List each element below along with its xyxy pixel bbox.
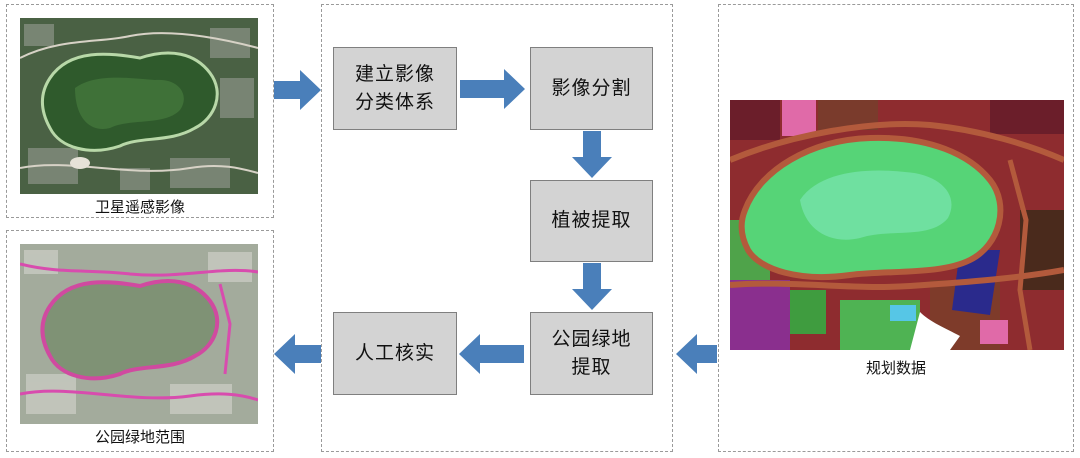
satellite-caption: 卫星遥感影像: [94, 198, 185, 216]
arrow-right-satellite-to-system: [274, 70, 322, 110]
park-range-image: [20, 244, 258, 424]
step-vegetation-extraction: 植被提取: [530, 180, 653, 262]
arrow-left-park-to-manual: [459, 334, 525, 374]
arrow-left-manual-to-range: [274, 334, 322, 374]
park-range-panel: [6, 230, 274, 452]
step-manual-verification: 人工核实: [333, 312, 457, 395]
planning-panel: [718, 4, 1074, 452]
arrow-left-planning-to-park: [676, 334, 718, 374]
step-build-classification-system: 建立影像 分类体系: [333, 47, 457, 130]
park-range-caption: 公园绿地范围: [94, 428, 185, 446]
satellite-image: [20, 18, 258, 194]
arrow-down-vegetation-to-park: [572, 263, 612, 311]
step-park-green-extraction: 公园绿地 提取: [530, 312, 653, 395]
satellite-panel: [6, 4, 274, 218]
arrow-down-segmentation-to-vegetation: [572, 131, 612, 179]
step-image-segmentation: 影像分割: [530, 47, 653, 130]
planning-map: [730, 100, 1064, 350]
arrow-right-system-to-segmentation: [460, 69, 526, 109]
process-panel: [321, 4, 673, 452]
planning-caption: 规划数据: [865, 359, 926, 377]
